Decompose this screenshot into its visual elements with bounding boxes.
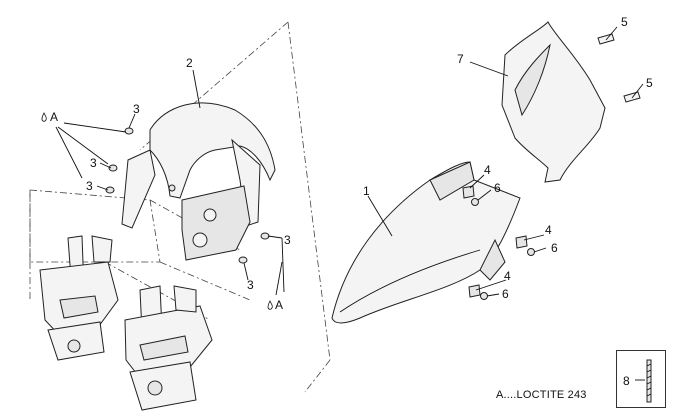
loctite-drop-icons xyxy=(41,112,273,310)
hardware-fasteners xyxy=(105,33,641,300)
callout-loctite-a-right: A xyxy=(275,298,283,312)
callout-3-low: 3 xyxy=(86,179,93,193)
callout-7: 7 xyxy=(457,52,464,66)
callout-6-bottom: 6 xyxy=(502,287,509,301)
callout-3-top: 3 xyxy=(133,102,140,116)
callout-4-top: 4 xyxy=(484,163,491,177)
part-2-fork-cover xyxy=(121,102,276,261)
callout-1: 1 xyxy=(363,184,370,198)
assembly-guide-lines xyxy=(29,21,331,393)
callout-loctite-a-left: A xyxy=(50,110,58,124)
callout-5-top: 5 xyxy=(621,15,628,29)
callout-2: 2 xyxy=(186,56,193,70)
callout-6-top: 6 xyxy=(494,181,501,195)
part-1-front-mudguard xyxy=(331,161,521,324)
callout-3-mid: 3 xyxy=(90,156,97,170)
leader-lines xyxy=(55,26,645,381)
callout-8: 8 xyxy=(623,374,630,388)
callout-4-bottom: 4 xyxy=(504,269,511,283)
callout-3-right: 3 xyxy=(284,233,291,247)
callout-3-bottom: 3 xyxy=(247,278,254,292)
callout-5-bottom: 5 xyxy=(646,76,653,90)
part-8-key-box xyxy=(616,350,666,408)
callout-4-mid: 4 xyxy=(545,223,552,237)
loctite-legend: A....LOCTITE 243 xyxy=(496,389,587,401)
callout-6-mid: 6 xyxy=(551,241,558,255)
part-7-windscreen xyxy=(501,21,606,183)
part-8-pin xyxy=(646,359,652,403)
fork-assembly xyxy=(39,235,213,411)
